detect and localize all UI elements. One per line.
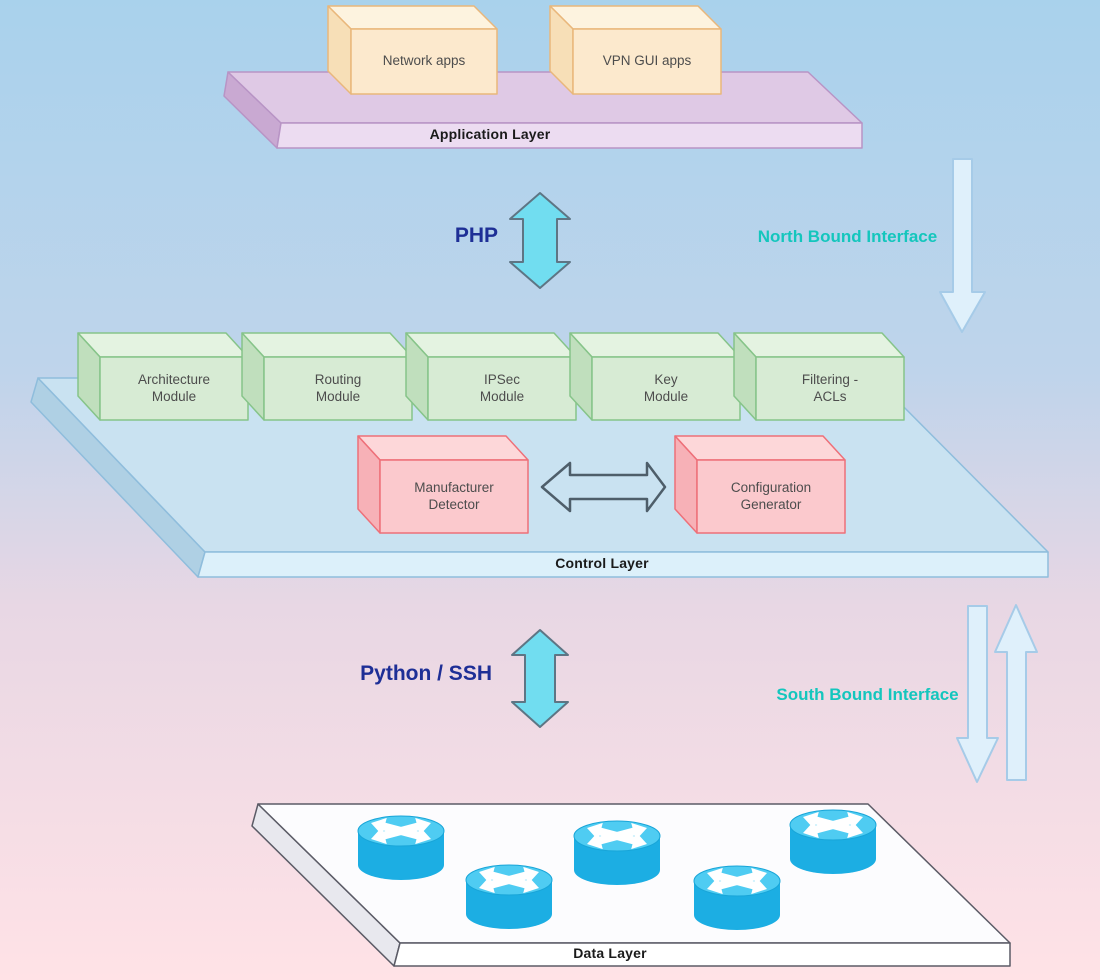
vpn-gui-apps-box	[549, 5, 722, 95]
control-platform-front-face	[197, 551, 1049, 578]
routing-module-front	[263, 356, 413, 421]
filtering-acls-front	[755, 356, 905, 421]
router-icon-5	[789, 809, 877, 875]
ipsec-module-top	[405, 332, 577, 358]
router-icon-1	[357, 815, 445, 881]
routing-module-top	[241, 332, 413, 358]
configuration-generator-top	[674, 435, 846, 461]
router-icon-2	[465, 864, 553, 930]
router-icon-4	[693, 865, 781, 931]
vpn-gui-apps-box-front	[572, 28, 722, 95]
network-apps-box-top	[327, 5, 498, 30]
manufacturer-detector-front	[379, 459, 529, 534]
configuration-generator-box	[674, 435, 846, 534]
architecture-module-front	[99, 356, 249, 421]
application-platform-top-face	[227, 71, 863, 124]
php-double-arrow	[509, 192, 571, 289]
data-platform-front-face	[393, 942, 1011, 967]
south-bound-arrow-down	[956, 605, 999, 783]
ipsec-module-box	[405, 332, 577, 421]
manufacturer-detector-box	[357, 435, 529, 534]
filtering-acls-box	[733, 332, 905, 421]
key-module-box	[569, 332, 741, 421]
router-icon-3	[573, 820, 661, 886]
key-module-front	[591, 356, 741, 421]
north-bound-arrow-down	[939, 158, 986, 333]
application-layer-platform	[223, 71, 863, 149]
routing-module-box	[241, 332, 413, 421]
architecture-module-top	[77, 332, 249, 358]
key-module-top	[569, 332, 741, 358]
vpn-gui-apps-box-top	[549, 5, 722, 30]
network-apps-box-front	[350, 28, 498, 95]
application-platform-front-face	[276, 122, 863, 149]
architecture-module-box	[77, 332, 249, 421]
detector-generator-double-arrow	[540, 461, 667, 513]
network-apps-box	[327, 5, 498, 95]
configuration-generator-front	[696, 459, 846, 534]
python-ssh-double-arrow	[511, 629, 569, 728]
south-bound-arrow-up	[994, 604, 1038, 781]
manufacturer-detector-top	[357, 435, 529, 461]
filtering-acls-top	[733, 332, 905, 358]
ipsec-module-front	[427, 356, 577, 421]
